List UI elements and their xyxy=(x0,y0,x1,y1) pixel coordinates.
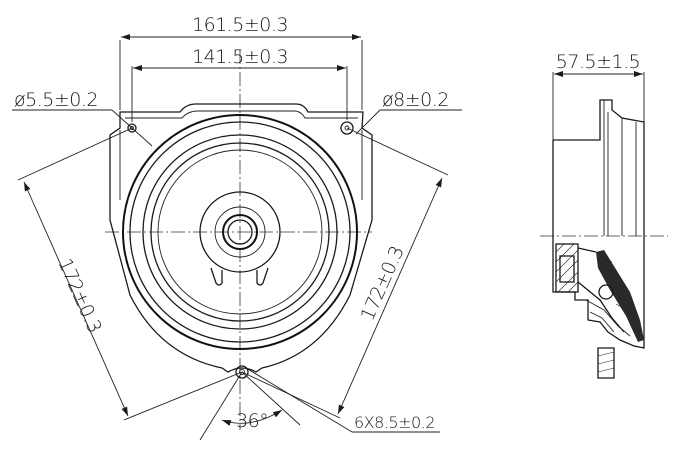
mounting-hole-large xyxy=(340,121,354,135)
mounting-hole-small xyxy=(127,123,137,133)
flange-outline xyxy=(109,103,373,373)
dim-depth: 57.5±1.5 xyxy=(556,51,640,73)
dim-hole-large: ø8±0.2 xyxy=(382,89,449,111)
surround-ring xyxy=(142,134,338,330)
dust-cap xyxy=(222,214,258,250)
dim-slots: 6X8.5±0.2 xyxy=(354,413,435,432)
dim-inner-width: 141.5±0.3 xyxy=(192,46,288,68)
cone-ring xyxy=(199,191,281,273)
mounting-slot-bottom xyxy=(235,365,249,379)
dim-diag-left: 172±0.3 xyxy=(53,255,105,336)
magnet-section xyxy=(555,243,579,293)
side-frame xyxy=(552,99,645,236)
dim-angle: 36° xyxy=(236,410,268,432)
front-view: 161.5±0.3 141.5±0.3 ø5.5±0.2 ø8±0.2 172±… xyxy=(12,14,462,441)
dim-hole-small: ø5.5±0.2 xyxy=(14,89,98,111)
side-view: 57.5±1.5 xyxy=(540,51,668,379)
dim-outer-width: 161.5±0.3 xyxy=(192,14,288,36)
